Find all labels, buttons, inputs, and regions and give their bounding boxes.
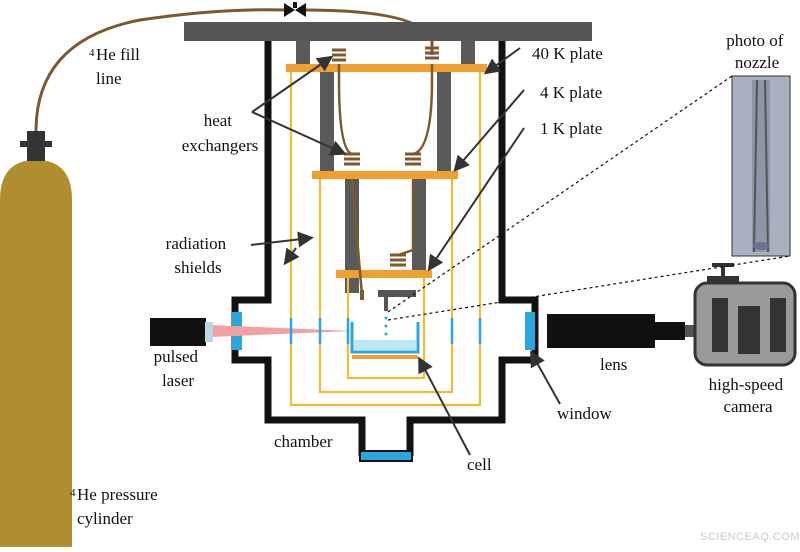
pressure-cylinder-label: 4 He pressure cylinder	[70, 481, 162, 528]
nozzle-photo	[731, 75, 791, 257]
annotation-arrows	[250, 47, 561, 456]
nozzle-zoom-lines	[387, 75, 791, 321]
plate-1k-label: 1 K plate	[540, 119, 602, 138]
watermark: SCIENCEAQ.COM	[700, 531, 800, 543]
laser-beam	[210, 325, 352, 337]
camera-icon	[693, 263, 797, 367]
lens-label: lens	[600, 355, 627, 374]
top-plate	[184, 22, 592, 41]
plate-4k	[312, 171, 458, 179]
heat-exchangers-label: heat exchangers	[182, 111, 258, 155]
plate-40k-label: 40 K plate	[532, 44, 603, 63]
pressure-cylinder	[0, 131, 72, 547]
plate-4k-label: 4 K plate	[540, 83, 602, 102]
plate-1k	[336, 270, 432, 278]
fill-line-label: 4 He fill line	[89, 41, 144, 88]
shield-windows	[289, 318, 482, 344]
plate-40k	[286, 64, 487, 72]
chamber-label: chamber	[274, 432, 333, 451]
high-speed-camera-label: high-speed camera	[709, 375, 788, 416]
bottom-window	[359, 450, 413, 462]
window-label: window	[557, 404, 613, 423]
radiation-shields-label: radiation shields	[166, 234, 231, 277]
valve-icon	[284, 2, 306, 17]
fill-line-inner	[337, 64, 434, 296]
pulsed-laser-label: pulsed laser	[154, 347, 203, 390]
lens-tube-icon	[547, 314, 697, 348]
coil-icon	[332, 46, 439, 267]
cell	[350, 290, 420, 359]
cell-label: cell	[467, 455, 492, 474]
laser-device-icon	[150, 318, 213, 346]
chamber-wall	[231, 41, 539, 456]
right-window	[525, 312, 535, 350]
thermal-columns	[296, 41, 475, 293]
photo-nozzle-label: photo of nozzle	[726, 31, 787, 72]
